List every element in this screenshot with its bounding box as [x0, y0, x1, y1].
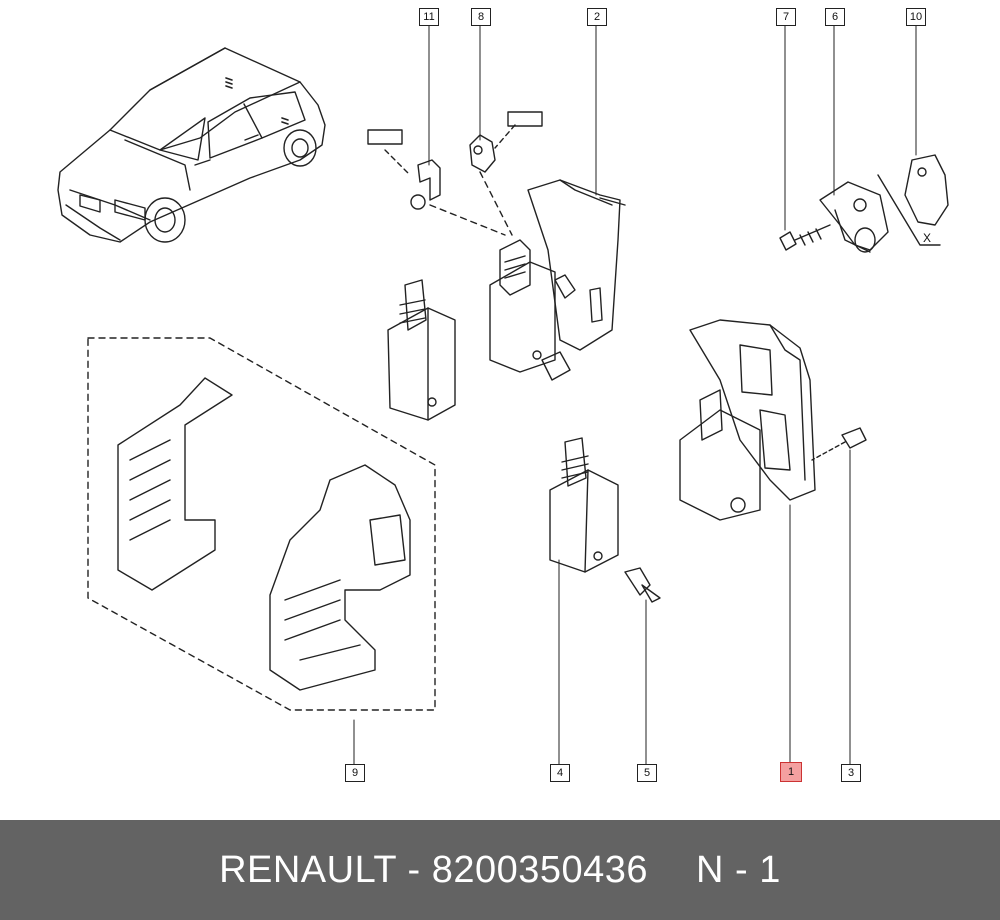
actuator-part-4 [549, 437, 619, 573]
callout-3[interactable]: 3 [841, 764, 861, 782]
striker-part-6 [819, 181, 889, 253]
callout-5[interactable]: 5 [637, 764, 657, 782]
callout-8[interactable]: 8 [471, 8, 491, 26]
callout-7[interactable]: 7 [776, 8, 796, 26]
door-lock-part-1 [679, 319, 816, 521]
callout-10[interactable]: 10 [906, 8, 926, 26]
quantity-text: N - 1 [696, 848, 781, 891]
callout-4[interactable]: 4 [550, 764, 570, 782]
car-illustration [57, 47, 326, 243]
part-number-text: RENAULT - 8200350436 [219, 848, 649, 891]
actuator-assembly-part-2 [489, 179, 626, 381]
plate-part-10 [877, 154, 949, 246]
clip-part-11 [367, 129, 506, 236]
actuator-unit-left [387, 279, 456, 421]
callout-1-highlighted[interactable]: 1 [780, 762, 802, 782]
callout-11[interactable]: 11 [419, 8, 439, 26]
callout-2[interactable]: 2 [587, 8, 607, 26]
parts-diagram: X [57, 24, 949, 765]
callout-6[interactable]: 6 [825, 8, 845, 26]
screw-part-5 [624, 567, 661, 603]
x-dimension-label: X [923, 231, 931, 245]
screw-part-7 [779, 224, 831, 251]
part-info-footer: RENAULT - 8200350436 N - 1 [0, 820, 1000, 920]
screw-part-3 [811, 427, 867, 461]
callout-9[interactable]: 9 [345, 764, 365, 782]
leader-lines [353, 24, 917, 765]
covers-part-9 [87, 337, 436, 711]
bracket-part-8 [469, 111, 543, 236]
